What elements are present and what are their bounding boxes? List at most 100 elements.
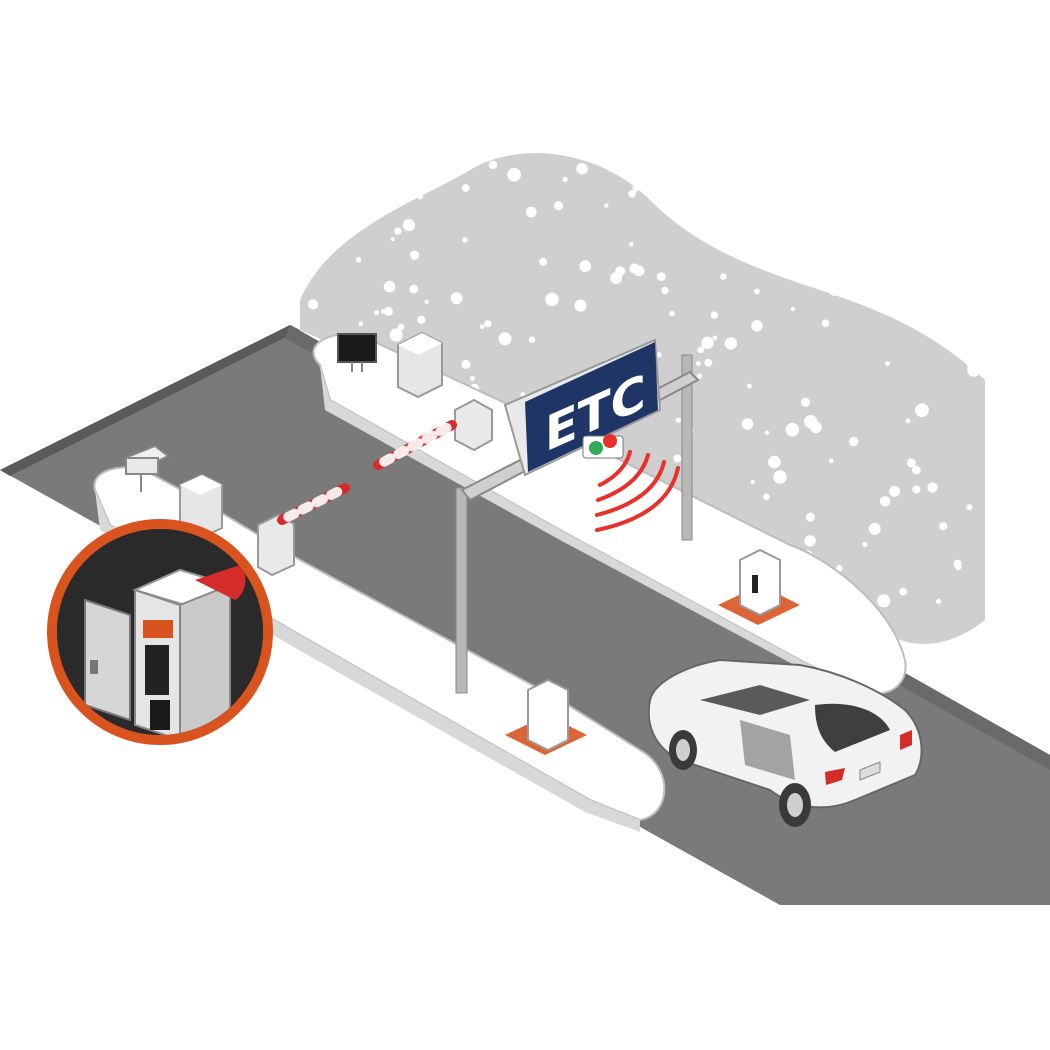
snowflake (604, 203, 609, 208)
snowflake (836, 565, 843, 572)
snowflake (631, 173, 642, 183)
snowflake (574, 299, 587, 312)
snowflake (777, 167, 785, 175)
snowflake (528, 336, 536, 343)
snowflake (724, 202, 733, 211)
snowflake (841, 222, 847, 228)
snowflake (810, 191, 819, 199)
zoom-detail-icon (47, 519, 273, 745)
snowflake (750, 479, 755, 485)
snowflake (525, 206, 537, 218)
display-panel-icon (337, 333, 377, 372)
snowflake (394, 227, 402, 235)
rear-booth-1 (397, 331, 443, 399)
rear-barrier-booth (454, 398, 493, 452)
snowflake (383, 280, 396, 293)
snowflake (397, 323, 405, 331)
snowflake (479, 324, 485, 330)
snowflake (704, 358, 713, 367)
snowflake (661, 286, 669, 295)
snowflake (939, 522, 948, 531)
snowflake (462, 237, 468, 243)
snowflake (966, 504, 973, 511)
snowflake (892, 238, 897, 243)
snowflake (507, 167, 521, 182)
snowflake (673, 172, 681, 180)
snowflake (751, 320, 763, 332)
snowflake (553, 201, 564, 211)
car-icon (647, 658, 923, 827)
snowflake (885, 361, 890, 366)
snowflake (390, 237, 395, 242)
snowflake (412, 179, 418, 185)
snowflake (742, 229, 754, 240)
snowflake (311, 229, 323, 240)
snowflake (899, 587, 907, 596)
snowflake (361, 223, 366, 228)
snowflake (939, 267, 951, 279)
snowflake (915, 403, 929, 418)
snowflake (963, 164, 969, 170)
snowflake (632, 185, 640, 192)
snowflake (763, 493, 770, 501)
snowflake (488, 160, 498, 170)
snowflake (701, 336, 714, 350)
snowflake (695, 361, 701, 366)
snowflake (675, 417, 682, 423)
snowflakes (302, 159, 980, 619)
front-booth-1 (179, 473, 223, 540)
snowflake (410, 250, 420, 260)
snowflake (765, 250, 777, 262)
front-barrier-booth (257, 513, 295, 577)
snowflake (942, 162, 950, 170)
snowflake (821, 319, 830, 328)
snowflake (900, 316, 908, 324)
snowflake (656, 352, 662, 358)
snowflake (754, 288, 760, 295)
snowflake (358, 321, 364, 327)
snowflake (461, 359, 471, 369)
booth-front (505, 678, 587, 755)
snowflake (724, 337, 738, 350)
snowflake (417, 315, 426, 324)
snowflake (936, 598, 942, 605)
snowflake (308, 299, 319, 310)
snowflake (868, 522, 881, 535)
traffic-signal-icon (582, 434, 624, 459)
snowflake (764, 430, 770, 435)
snowflake (741, 418, 754, 430)
snowflake (606, 161, 617, 172)
snowflake (562, 176, 568, 182)
snowflake (484, 320, 492, 328)
snowflake (927, 482, 938, 493)
barrier-arm-icon (373, 420, 457, 470)
snowflake (896, 200, 902, 205)
snowflake (921, 205, 929, 212)
snowflake (849, 436, 859, 447)
snowflake (498, 332, 512, 346)
snowflake (945, 307, 954, 316)
radio-wave-icon (595, 450, 680, 532)
snowflake (912, 465, 921, 475)
snowflake (402, 219, 415, 232)
snowflake (809, 421, 822, 434)
front-barrier-arm (277, 483, 350, 525)
snowflake (768, 455, 781, 469)
snowflake (697, 346, 705, 354)
snowflake (712, 335, 718, 341)
snowflake (545, 292, 559, 307)
snowflake (752, 163, 758, 170)
snowflake (313, 186, 325, 198)
snowflake (629, 242, 634, 247)
snowflake (739, 246, 752, 259)
snowflake (656, 272, 666, 281)
snowflake (461, 184, 470, 192)
snowflake (790, 306, 796, 312)
snowflake (773, 470, 787, 484)
snowflake (383, 306, 393, 316)
snowflake (710, 311, 718, 319)
snowflake (699, 224, 711, 235)
snowflake (829, 285, 840, 296)
snowflake (966, 281, 972, 287)
